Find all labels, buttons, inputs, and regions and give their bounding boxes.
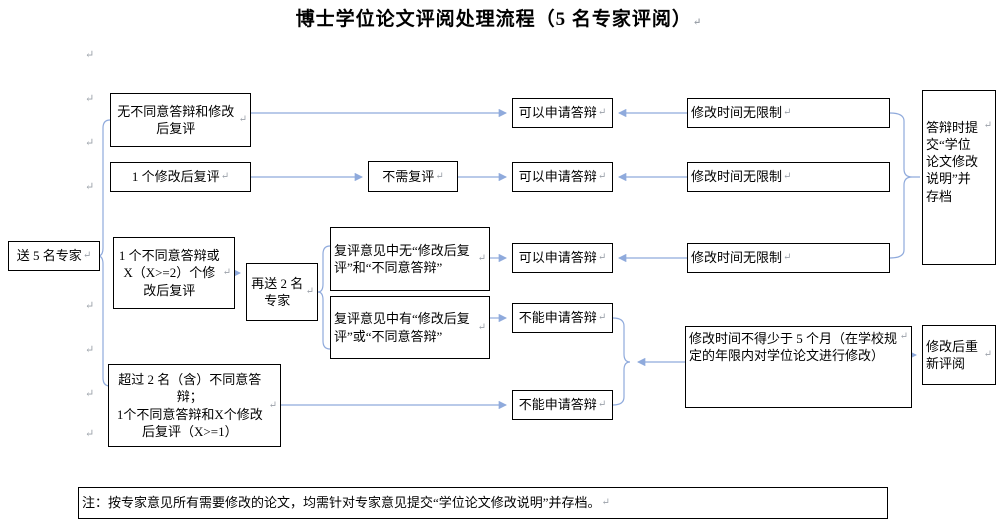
return-mark: ↵ bbox=[983, 349, 992, 361]
return-mark: ↵ bbox=[597, 107, 607, 119]
node-label: 可以申请答辩 bbox=[518, 169, 597, 185]
return-mark: ↵ bbox=[783, 252, 792, 264]
node-can-defend-2: 可以申请答辩↵ bbox=[512, 162, 613, 192]
return-mark: ↵ bbox=[477, 321, 486, 333]
node-label: 可以申请答辩 bbox=[518, 250, 597, 266]
node-send-5-experts: 送 5 名专家↵ bbox=[8, 241, 100, 271]
node-label: 送 5 名专家 bbox=[16, 248, 82, 264]
paragraph-mark: ↵ bbox=[692, 17, 703, 28]
brace-resend bbox=[317, 245, 331, 350]
paragraph-mark: ↵ bbox=[85, 428, 95, 440]
return-mark: ↵ bbox=[783, 107, 792, 119]
node-label: 1 个修改后复评 bbox=[131, 169, 220, 185]
node-label: 修改时间不得少于 5 个月（在学校规定的年限内对学位论文进行修改） bbox=[689, 331, 898, 364]
node-no-rereview: 不需复评↵ bbox=[368, 161, 458, 192]
return-mark: ↵ bbox=[220, 171, 230, 183]
node-label: 答辩时提交“学位论文修改说明”并存档 bbox=[926, 120, 979, 204]
title-text: 博士学位论文评阅处理流程（5 名专家评阅） bbox=[295, 9, 692, 30]
node-label: 修改时间无限制 bbox=[691, 169, 783, 185]
node-one-revision: 1 个修改后复评↵ bbox=[110, 162, 251, 192]
node-label: 复评意见中无“修改后复评”和“不同意答辩” bbox=[334, 242, 470, 275]
brace-cannot bbox=[612, 317, 631, 406]
node-can-defend-1: 可以申请答辩↵ bbox=[512, 98, 613, 128]
return-mark: ↵ bbox=[983, 120, 992, 131]
node-label: 超过 2 名（含）不同意答辩； 1个不同意答辩和X个修改后复评（X>=1） bbox=[116, 372, 263, 439]
paragraph-mark: ↵ bbox=[85, 137, 95, 149]
node-label: 修改后重新评阅 bbox=[926, 338, 979, 371]
return-mark: ↵ bbox=[783, 171, 792, 183]
node-rereview-contains: 复评意见中有“修改后复评”或“不同意答辩” ↵ bbox=[330, 296, 490, 359]
return-mark: ↵ bbox=[82, 250, 92, 262]
return-mark: ↵ bbox=[899, 331, 908, 342]
paragraph-mark: ↵ bbox=[85, 388, 95, 400]
paragraph-mark: ↵ bbox=[85, 344, 95, 356]
node-label: 不需复评 bbox=[382, 168, 435, 184]
return-mark: ↵ bbox=[597, 252, 607, 264]
node-submit-statement-archive: 答辩时提交“学位论文修改说明”并存档 ↵ bbox=[922, 90, 996, 265]
paragraph-mark: ↵ bbox=[85, 49, 95, 61]
return-mark: ↵ bbox=[597, 399, 607, 411]
paragraph-mark: ↵ bbox=[85, 300, 95, 312]
return-mark: ↵ bbox=[477, 253, 486, 265]
brace-unlimited bbox=[889, 112, 920, 259]
node-resend-2-experts: 再送 2 名专家↵ bbox=[246, 263, 318, 321]
return-mark: ↵ bbox=[597, 171, 607, 183]
node-unlimited-time-3: 修改时间无限制↵ bbox=[687, 243, 890, 273]
node-label: 修改时间无限制 bbox=[691, 105, 783, 121]
note-box: 注：按专家意见所有需要修改的论文，均需针对专家意见提交“学位论文修改说明”并存档… bbox=[78, 487, 888, 519]
node-label: 修改时间无限制 bbox=[691, 250, 783, 266]
node-min-5-months: 修改时间不得少于 5 个月（在学校规定的年限内对学位论文进行修改）↵ bbox=[685, 326, 912, 408]
return-mark: ↵ bbox=[268, 399, 277, 411]
node-cannot-defend-1: 不能申请答辩↵ bbox=[512, 303, 613, 333]
return-mark: ↵ bbox=[601, 497, 610, 509]
node-over-2-disagree: 超过 2 名（含）不同意答辩； 1个不同意答辩和X个修改后复评（X>=1） ↵ bbox=[108, 364, 281, 447]
return-mark: ↵ bbox=[305, 286, 314, 298]
return-mark: ↵ bbox=[238, 114, 247, 126]
node-label: 不能申请答辩 bbox=[518, 397, 597, 413]
node-can-defend-3: 可以申请答辩↵ bbox=[512, 243, 613, 273]
node-unlimited-time-2: 修改时间无限制↵ bbox=[687, 162, 890, 192]
node-unlimited-time-1: 修改时间无限制↵ bbox=[687, 98, 890, 128]
return-mark: ↵ bbox=[222, 267, 231, 279]
node-label: 可以申请答辩 bbox=[518, 105, 597, 121]
paragraph-mark: ↵ bbox=[85, 93, 95, 105]
return-mark: ↵ bbox=[435, 170, 444, 182]
paragraph-mark: ↵ bbox=[85, 181, 95, 193]
node-label: 无不同意答辩和修改后复评 bbox=[117, 103, 235, 136]
node-label: 再送 2 名专家 bbox=[251, 275, 304, 308]
note-text: 注：按专家意见所有需要修改的论文，均需针对专家意见提交“学位论文修改说明”并存档… bbox=[82, 495, 601, 511]
node-cannot-defend-2: 不能申请答辩↵ bbox=[512, 390, 613, 420]
node-label: 不能申请答辩 bbox=[518, 310, 597, 326]
node-no-disagree: 无不同意答辩和修改后复评↵ bbox=[110, 93, 251, 147]
page-title: 博士学位论文评阅处理流程（5 名专家评阅）↵ bbox=[0, 4, 998, 31]
node-label: 1 个不同意答辩或 X（X>=2）个修改后复评 bbox=[118, 248, 220, 298]
node-label: 复评意见中有“修改后复评”或“不同意答辩” bbox=[334, 311, 470, 344]
return-mark: ↵ bbox=[597, 312, 607, 324]
node-rereview-after-revision: 修改后重新评阅 ↵ bbox=[922, 325, 996, 385]
node-one-disagree-or-x-revisions: 1 个不同意答辩或 X（X>=2）个修改后复评↵ bbox=[113, 237, 235, 309]
node-rereview-has-none: 复评意见中无“修改后复评”和“不同意答辩” ↵ bbox=[330, 227, 490, 291]
